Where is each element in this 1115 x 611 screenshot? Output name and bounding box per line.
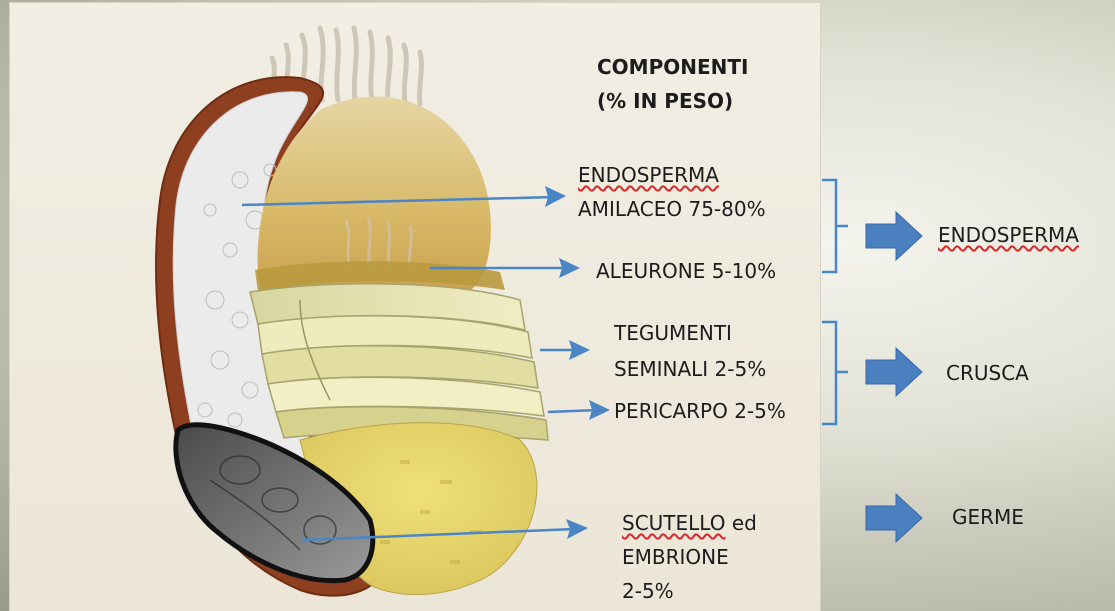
brace-endosperma — [822, 180, 848, 272]
header-title: COMPONENTI — [597, 52, 748, 82]
bran-layers — [250, 284, 548, 440]
block-arrow-germe — [866, 494, 922, 542]
label-embrione: EMBRIONE — [622, 542, 729, 572]
block-arrow-endosperma — [866, 212, 922, 260]
block-arrow-crusca — [866, 348, 922, 396]
group-germe: GERME — [952, 502, 1024, 532]
label-tegumenti: TEGUMENTI — [614, 318, 732, 348]
braces — [822, 180, 848, 424]
label-scutello-percent: 2-5% — [622, 576, 674, 606]
label-scutello: SCUTELLO — [622, 511, 725, 535]
block-arrows — [866, 212, 922, 542]
label-scutello-line: SCUTELLO ed — [622, 508, 757, 538]
group-endosperma: ENDOSPERMA — [938, 220, 1079, 250]
brace-crusca — [822, 322, 848, 424]
header-subtitle: (% IN PESO) — [597, 86, 733, 116]
label-ed: ed — [725, 511, 756, 535]
label-seminali: SEMINALI 2-5% — [614, 354, 766, 384]
group-crusca: CRUSCA — [946, 358, 1029, 388]
label-amilaceo: AMILACEO 75-80% — [578, 194, 766, 224]
label-aleurone: ALEURONE 5-10% — [596, 256, 776, 286]
label-endosperma: ENDOSPERMA — [578, 160, 719, 190]
label-pericarpo: PERICARPO 2-5% — [614, 396, 786, 426]
